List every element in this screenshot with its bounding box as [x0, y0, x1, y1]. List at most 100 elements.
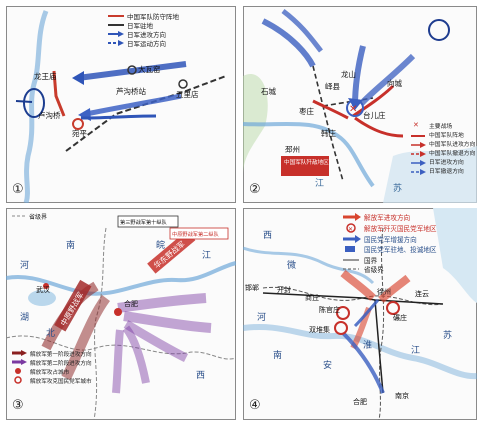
region-label: 皖 [156, 239, 165, 251]
legend-4-item-0: 解放军进攻方向 [364, 213, 410, 222]
region-label: 河 [20, 259, 29, 271]
attack-arrow-1b [85, 93, 182, 117]
region-label: 北 [46, 328, 55, 339]
encircle-marker [428, 19, 450, 41]
annihilation-badge-text: 中国军队歼敌地区 [284, 158, 329, 166]
legend-4-item-4: 国界 [364, 257, 378, 265]
legend-2-item-4: 日军进攻方向 [429, 158, 464, 166]
place-label: 商丘 [305, 293, 319, 302]
attack-arrow-2b [281, 9, 323, 53]
railway-2 [312, 65, 344, 182]
map-1-canvas: 中国军队防守阵地 日军驻地 日军进攻方向 日军运动方向 龙王庙 大瓦窑 芦沟桥站… [6, 6, 236, 203]
place-label: 韩庄 [321, 128, 336, 138]
legend-3-item-2: 解放军攻占城市 [30, 368, 70, 376]
legend-2-item-1: 中国军队阵地 [429, 131, 464, 139]
place-label: 向城 [387, 78, 402, 88]
attack-arrow-1a [77, 61, 187, 81]
panel-number: ④ [249, 398, 261, 413]
region-label: 江 [411, 345, 420, 356]
defense-line-1 [52, 70, 66, 117]
city-marker [114, 308, 122, 316]
region-label: 河 [257, 311, 266, 323]
place-label: 武汉 [36, 285, 50, 294]
place-label: 开封 [277, 285, 291, 294]
town-marker-wulidian [178, 79, 188, 89]
map-panel-2: ✕ 中国军队歼敌地区 石城 龙山 峄县 枣庄 台儿庄 向城 韩庄 邳州 江 苏 … [243, 6, 477, 203]
river-4b [243, 246, 375, 285]
region-label: 湖 [20, 312, 29, 323]
legend-3-item-3: 解放军攻克国民党军城市 [30, 377, 92, 385]
yangtze-river-3 [6, 261, 236, 296]
legend-4-item-3: 国民党军驻地、投诚地区 [364, 245, 437, 254]
place-label: 碾庄 [393, 313, 407, 322]
annihilation-marker [334, 321, 348, 335]
counter-arrow-2c [354, 116, 404, 138]
place-label: 芦沟桥站 [116, 86, 146, 96]
place-label: 大瓦窑 [138, 64, 161, 74]
counter-arrow-2a [352, 84, 395, 118]
legend-2: ✕ 主要战场 中国军队阵地 中国军队进攻方向 中国军队撤退方向 日军进攻方向 日… [411, 121, 476, 175]
attack-arrow-3b [61, 295, 111, 381]
legend-4-item-1: 解放军歼灭国民党军地区 [364, 224, 437, 233]
map-2-canvas: ✕ 中国军队歼敌地区 石城 龙山 峄县 枣庄 台儿庄 向城 韩庄 邳州 江 苏 … [243, 6, 477, 203]
region-label: 南 [66, 239, 75, 251]
attack-arrow-3c [117, 293, 207, 313]
legend-2-item-3: 中国军队撤退方向 [429, 149, 476, 157]
place-label: 五里店 [176, 89, 199, 99]
place-label: 双堆集 [309, 325, 330, 334]
annihilation-marker [336, 306, 350, 320]
legend-4-item-2: 国民党军增援方向 [364, 235, 417, 244]
legend-1-item-2: 日军进攻方向 [127, 30, 166, 39]
place-label: 峄县 [325, 82, 340, 91]
annotation-box: 第三野战军第十纵队 [120, 218, 168, 226]
place-label: 邯郸 [245, 283, 259, 292]
legend-1: 中国军队防守阵地 日军驻地 日军进攻方向 日军运动方向 [108, 12, 180, 48]
panel-number: ① [12, 182, 24, 197]
legend-1-item-3: 日军运动方向 [127, 39, 166, 48]
legend-2-item-0: 主要战场 [429, 122, 452, 130]
place-label: 石城 [261, 87, 276, 96]
region-label: 苏 [443, 329, 452, 341]
legend-3: 解放军第一阶段进攻方向 解放军第二阶段进攻方向 解放军攻占城市 解放军攻克国民党… [12, 350, 92, 385]
map-4-canvas: ✕ 解放军进攻方向 解放军歼灭国民党军地区 国民党军增援方向 国民党军驻地、投诚… [243, 208, 477, 420]
map-3-canvas: 中原野战军 华东野战军 第三野战军第十纵队 中原野战军第二纵队 省级界 河 湖 … [6, 208, 236, 420]
place-label: 连云 [415, 289, 429, 298]
region-label: 安 [323, 359, 332, 371]
legend-1-item-1: 日军驻地 [127, 21, 154, 30]
place-label: 邳州 [285, 145, 300, 154]
region-label: 江 [315, 178, 324, 189]
river-4a [243, 324, 477, 380]
legend-4-item-5: 省级界 [364, 265, 384, 274]
map-panel-3: 中原野战军 华东野战军 第三野战军第十纵队 中原野战军第二纵队 省级界 河 湖 … [6, 208, 236, 420]
place-label: 龙王庙 [34, 71, 57, 81]
annihilation-badge [281, 156, 329, 176]
attack-arrow-3e [123, 320, 189, 363]
region-label: 淮 [363, 340, 372, 351]
attack-arrow-2a [261, 18, 316, 68]
legend-4: ✕ 解放军进攻方向 解放军歼灭国民党军地区 国民党军增援方向 国民党军驻地、投诚… [343, 213, 437, 274]
place-label: 合肥 [124, 299, 138, 308]
annotation-box: 中原野战军第二纵队 [172, 230, 220, 238]
battle-x-icon: ✕ [349, 104, 357, 115]
svg-text:✕: ✕ [413, 121, 419, 129]
region-label: 西 [263, 230, 272, 241]
legend-3-item-0: 解放军第一阶段进攻方向 [30, 350, 92, 358]
city-marker [43, 283, 49, 289]
region-label: 苏 [393, 182, 402, 194]
reinforce-arrow-4b [353, 299, 380, 328]
place-label: 卢沟桥 [38, 110, 61, 120]
map-panel-1: 中国军队防守阵地 日军驻地 日军进攻方向 日军运动方向 龙王庙 大瓦窑 芦沟桥站… [6, 6, 236, 203]
reinforce-arrow-4a [341, 331, 385, 394]
region-label: 南 [273, 349, 282, 361]
place-label: 台儿庄 [363, 110, 386, 120]
svg-text:✕: ✕ [348, 226, 353, 233]
legend-3-item-1: 解放军第二阶段进攻方向 [30, 359, 92, 367]
attack-arrow-3f [122, 325, 150, 384]
town-marker-wanping [72, 118, 84, 130]
counter-arrow-2b [312, 99, 349, 120]
canal-2 [243, 121, 375, 188]
panel-number: ③ [12, 398, 24, 413]
place-label: 宛平 [72, 128, 87, 138]
oval-area-1 [23, 88, 45, 118]
place-label: 陈官庄 [319, 305, 340, 314]
